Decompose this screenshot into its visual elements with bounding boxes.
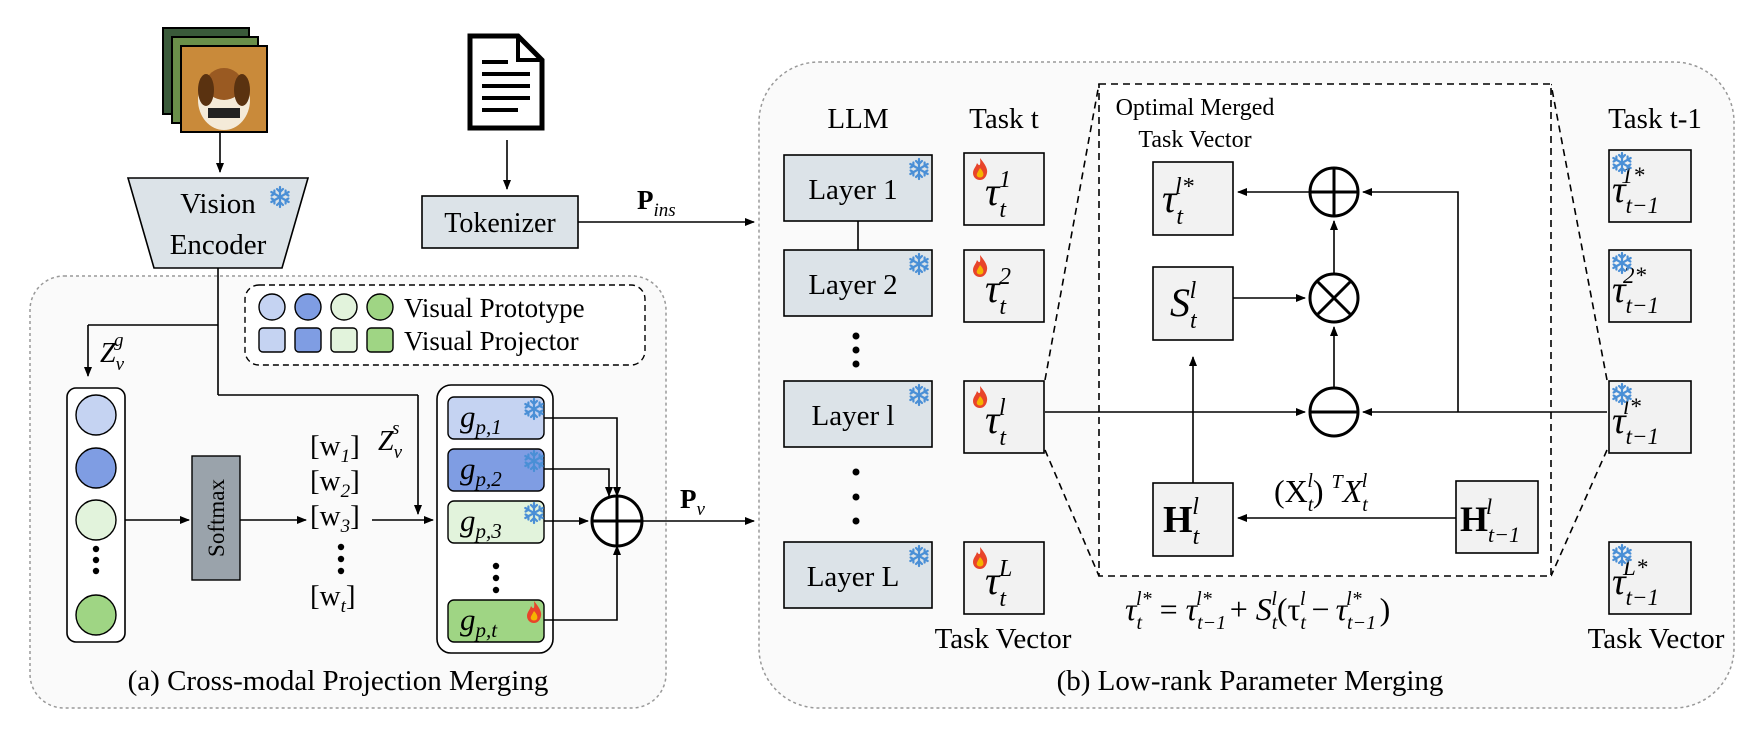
pv-label: Pv: [680, 484, 706, 520]
layer-ellipsis-lower: [852, 468, 860, 525]
right-panel-caption: (b) Low-rank Parameter Merging: [1057, 665, 1444, 697]
hessian-h-prev-box: [1455, 480, 1539, 554]
instruction-document-icon: [467, 33, 545, 131]
detail-flow-arrows: [1045, 188, 1607, 522]
llm-title: LLM: [827, 103, 888, 135]
prototype-circle: [75, 499, 117, 541]
hessian-h-box: [1152, 482, 1234, 557]
legend-prototype-swatch: [366, 293, 394, 321]
legend-projector-swatch: [330, 327, 358, 353]
llm-layer-box: [783, 541, 933, 609]
prototype-ellipsis: [92, 545, 100, 575]
projector-ellipsis: [492, 562, 500, 594]
llm-layer-box: [783, 249, 933, 317]
add-operator-icon: [1308, 166, 1360, 218]
legend-projector-swatch: [366, 327, 394, 353]
multiply-operator-icon: [1308, 272, 1360, 324]
task-t-title: Task t: [969, 103, 1039, 135]
vision-encoder-box: [126, 177, 310, 269]
prototype-circles: [75, 394, 117, 636]
task-vector-right-caption: Task Vector: [1588, 623, 1725, 655]
prototype-circle: [75, 594, 117, 636]
weight-label: [w1]: [310, 430, 360, 467]
weight-label: [w2]: [310, 465, 360, 502]
input-image-stack-icon: [162, 27, 268, 133]
legend-projector-label: Visual Projector: [404, 326, 579, 356]
vision-encoder-label-2: Encoder: [170, 229, 267, 261]
zvs-label: Zvs: [378, 418, 403, 463]
projector-box: [447, 500, 545, 544]
tokenizer-box: [421, 195, 579, 249]
legend-prototype-swatch: [258, 293, 286, 321]
projector-label: gp,t: [460, 602, 498, 642]
projector-box: [447, 599, 545, 643]
subtract-operator-icon: [1308, 386, 1360, 438]
projector-output-arrows: [544, 417, 621, 621]
llm-layer-label: Layer 1: [808, 174, 897, 206]
projector-box: [447, 448, 545, 492]
legend-prototype-label: Visual Prototype: [404, 293, 585, 323]
weight-label: [wt]: [310, 580, 356, 617]
prototype-circle: [75, 447, 117, 489]
prototype-circle: [75, 394, 117, 436]
merge-formula: τtl*=τt−1l*+Stl(τtl−τt−1l*): [1125, 588, 1390, 634]
legend-projector-swatch: [258, 327, 286, 353]
tokenizer-label: Tokenizer: [444, 208, 556, 239]
task-vector-left-caption: Task Vector: [935, 623, 1072, 655]
zoom-lines: [1044, 83, 1608, 577]
legend-projector-swatch: [294, 327, 322, 353]
optimal-title-1: Optimal Merged: [1116, 95, 1275, 121]
optimal-title-2: Task Vector: [1138, 127, 1251, 153]
zvg-label: Zvg: [100, 330, 125, 375]
task-t1-vector-box: [1608, 541, 1692, 615]
weights-list: [w1][w2][w3] [wt]: [310, 430, 360, 617]
llm-layer-label: Layer L: [807, 561, 900, 593]
llm-layer-stack: Layer 1 Layer 2 Layer l Layer L: [783, 154, 933, 609]
legend-projector-swatches: [258, 327, 394, 353]
merged-tau-box: [1152, 161, 1234, 236]
task-t1-vector-box: [1608, 249, 1692, 323]
llm-layer-box: [783, 154, 933, 222]
layer-ellipsis-upper: [852, 332, 860, 368]
softmax-label: Softmax: [204, 479, 229, 557]
llm-layer-label: Layer l: [812, 400, 895, 432]
vision-encoder-label-1: Vision: [180, 188, 256, 220]
legend-prototype-swatches: [258, 293, 394, 321]
task-t-vector-label: τtl: [985, 395, 1007, 451]
projector-sum-icon: [590, 494, 644, 548]
weights-ellipsis: [337, 543, 345, 575]
task-t1-title: Task t-1: [1608, 103, 1702, 135]
legend-prototype-swatch: [294, 293, 322, 321]
task-t1-vector-stack: τt−11*τt−12*τt−1l*τt−1L*: [1608, 149, 1692, 615]
softmax-box: [191, 455, 241, 581]
left-panel-caption: (a) Cross-modal Projection Merging: [128, 665, 549, 697]
llm-layer-box: [783, 380, 933, 448]
llm-layer-label: Layer 2: [808, 269, 897, 301]
weight-label: [w3]: [310, 500, 360, 537]
pins-label: Pins: [637, 185, 676, 221]
gram-matrix-label: (Xtl)TXtl: [1274, 470, 1368, 516]
scaling-s-box: [1152, 266, 1234, 341]
legend-prototype-swatch: [330, 293, 358, 321]
projector-list: gp,1gp,2gp,3gp,t: [447, 396, 545, 643]
